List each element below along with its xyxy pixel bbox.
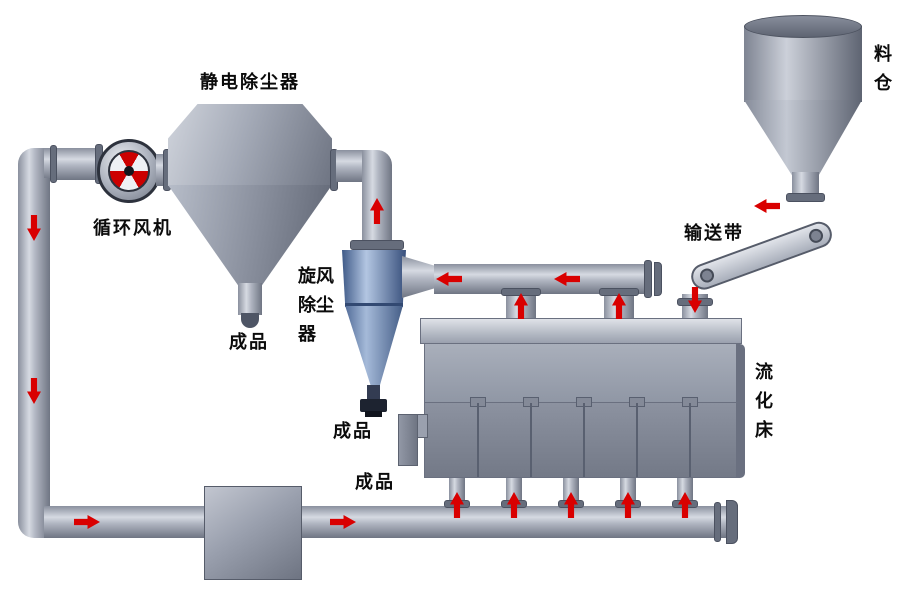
duct-end-flange <box>644 260 652 298</box>
esp-product-outlet <box>238 283 262 315</box>
label-cyclone: 旋风 除尘 器 <box>298 262 342 349</box>
bed-section-divider <box>477 403 479 477</box>
label-esp-product: 成品 <box>229 332 269 352</box>
flow-arrow-down <box>27 215 41 241</box>
label-cyclone-line3: 器 <box>298 324 316 344</box>
label-silo-line2: 仓 <box>874 73 892 93</box>
flow-arrow-up <box>370 198 384 224</box>
label-bed-product: 成品 <box>355 472 395 492</box>
label-bed-line1: 流 <box>755 362 773 382</box>
esp-discharge-nozzle <box>241 313 259 328</box>
label-esp: 静电除尘器 <box>200 72 300 92</box>
bottom-supply-pipe <box>44 506 738 538</box>
flow-arrow-up <box>514 293 528 319</box>
silo-top-rim <box>744 15 862 38</box>
bed-lid <box>420 318 742 344</box>
silo-body <box>744 26 862 102</box>
cyclone-outlet-tube <box>367 385 380 401</box>
pipe-elbow-cyclone <box>362 150 392 182</box>
flow-arrow-down <box>27 378 41 404</box>
bed-upper-body <box>424 344 738 402</box>
flow-arrow-up <box>564 492 578 518</box>
bed-right-cap <box>736 344 745 478</box>
bed-air-inlet-leg <box>563 478 579 504</box>
silo-neck-flange <box>786 193 825 202</box>
label-fan: 循环风机 <box>93 218 173 238</box>
bed-section-divider <box>636 403 638 477</box>
bed-air-inlet-leg <box>506 478 522 504</box>
cyclone-rotary-valve <box>360 399 387 412</box>
flow-arrow-down <box>688 287 702 313</box>
label-cyclone-line2: 除尘 <box>298 295 334 315</box>
label-silo-line1: 料 <box>874 44 892 64</box>
esp-body <box>168 104 332 186</box>
cyclone-rib <box>345 303 403 307</box>
pipe-flange <box>50 145 57 183</box>
silo-neck <box>792 172 819 196</box>
label-conveyor: 输送带 <box>684 223 744 243</box>
flow-arrow-up <box>621 492 635 518</box>
bed-air-inlet-leg <box>449 478 465 504</box>
flow-arrow-left <box>554 272 580 286</box>
duct-end-cap <box>654 262 662 296</box>
bottom-pipe-flange <box>714 502 721 542</box>
cyclone-top-flange <box>350 240 404 250</box>
flow-arrow-up <box>507 492 521 518</box>
flow-arrow-right <box>330 515 356 529</box>
flow-arrow-up <box>450 492 464 518</box>
bed-section-divider <box>530 403 532 477</box>
label-cyclone-product: 成品 <box>333 421 373 441</box>
cyclone-valve-base <box>365 411 382 417</box>
bed-air-inlet-leg <box>677 478 693 504</box>
cyclone-barrel <box>342 250 406 306</box>
bed-discharge-chute-drop <box>398 414 418 466</box>
flow-arrow-up <box>678 492 692 518</box>
label-cyclone-line1: 旋风 <box>298 266 334 286</box>
label-bed-line3: 床 <box>755 420 773 440</box>
bed-section-divider <box>689 403 691 477</box>
flow-arrow-left <box>754 199 780 213</box>
label-silo: 料 仓 <box>872 40 894 98</box>
flow-arrow-right <box>74 515 100 529</box>
fan-hub <box>124 166 134 176</box>
bed-lower-body <box>424 402 738 478</box>
bottom-pipe-end-cap <box>726 500 738 544</box>
label-bed-line2: 化 <box>755 391 773 411</box>
bed-air-inlet-leg <box>620 478 636 504</box>
heater-box <box>204 486 302 580</box>
flow-arrow-up <box>612 293 626 319</box>
flow-arrow-left <box>436 272 462 286</box>
bed-section-divider <box>583 403 585 477</box>
label-fluidized-bed: 流 化 床 <box>752 358 776 445</box>
